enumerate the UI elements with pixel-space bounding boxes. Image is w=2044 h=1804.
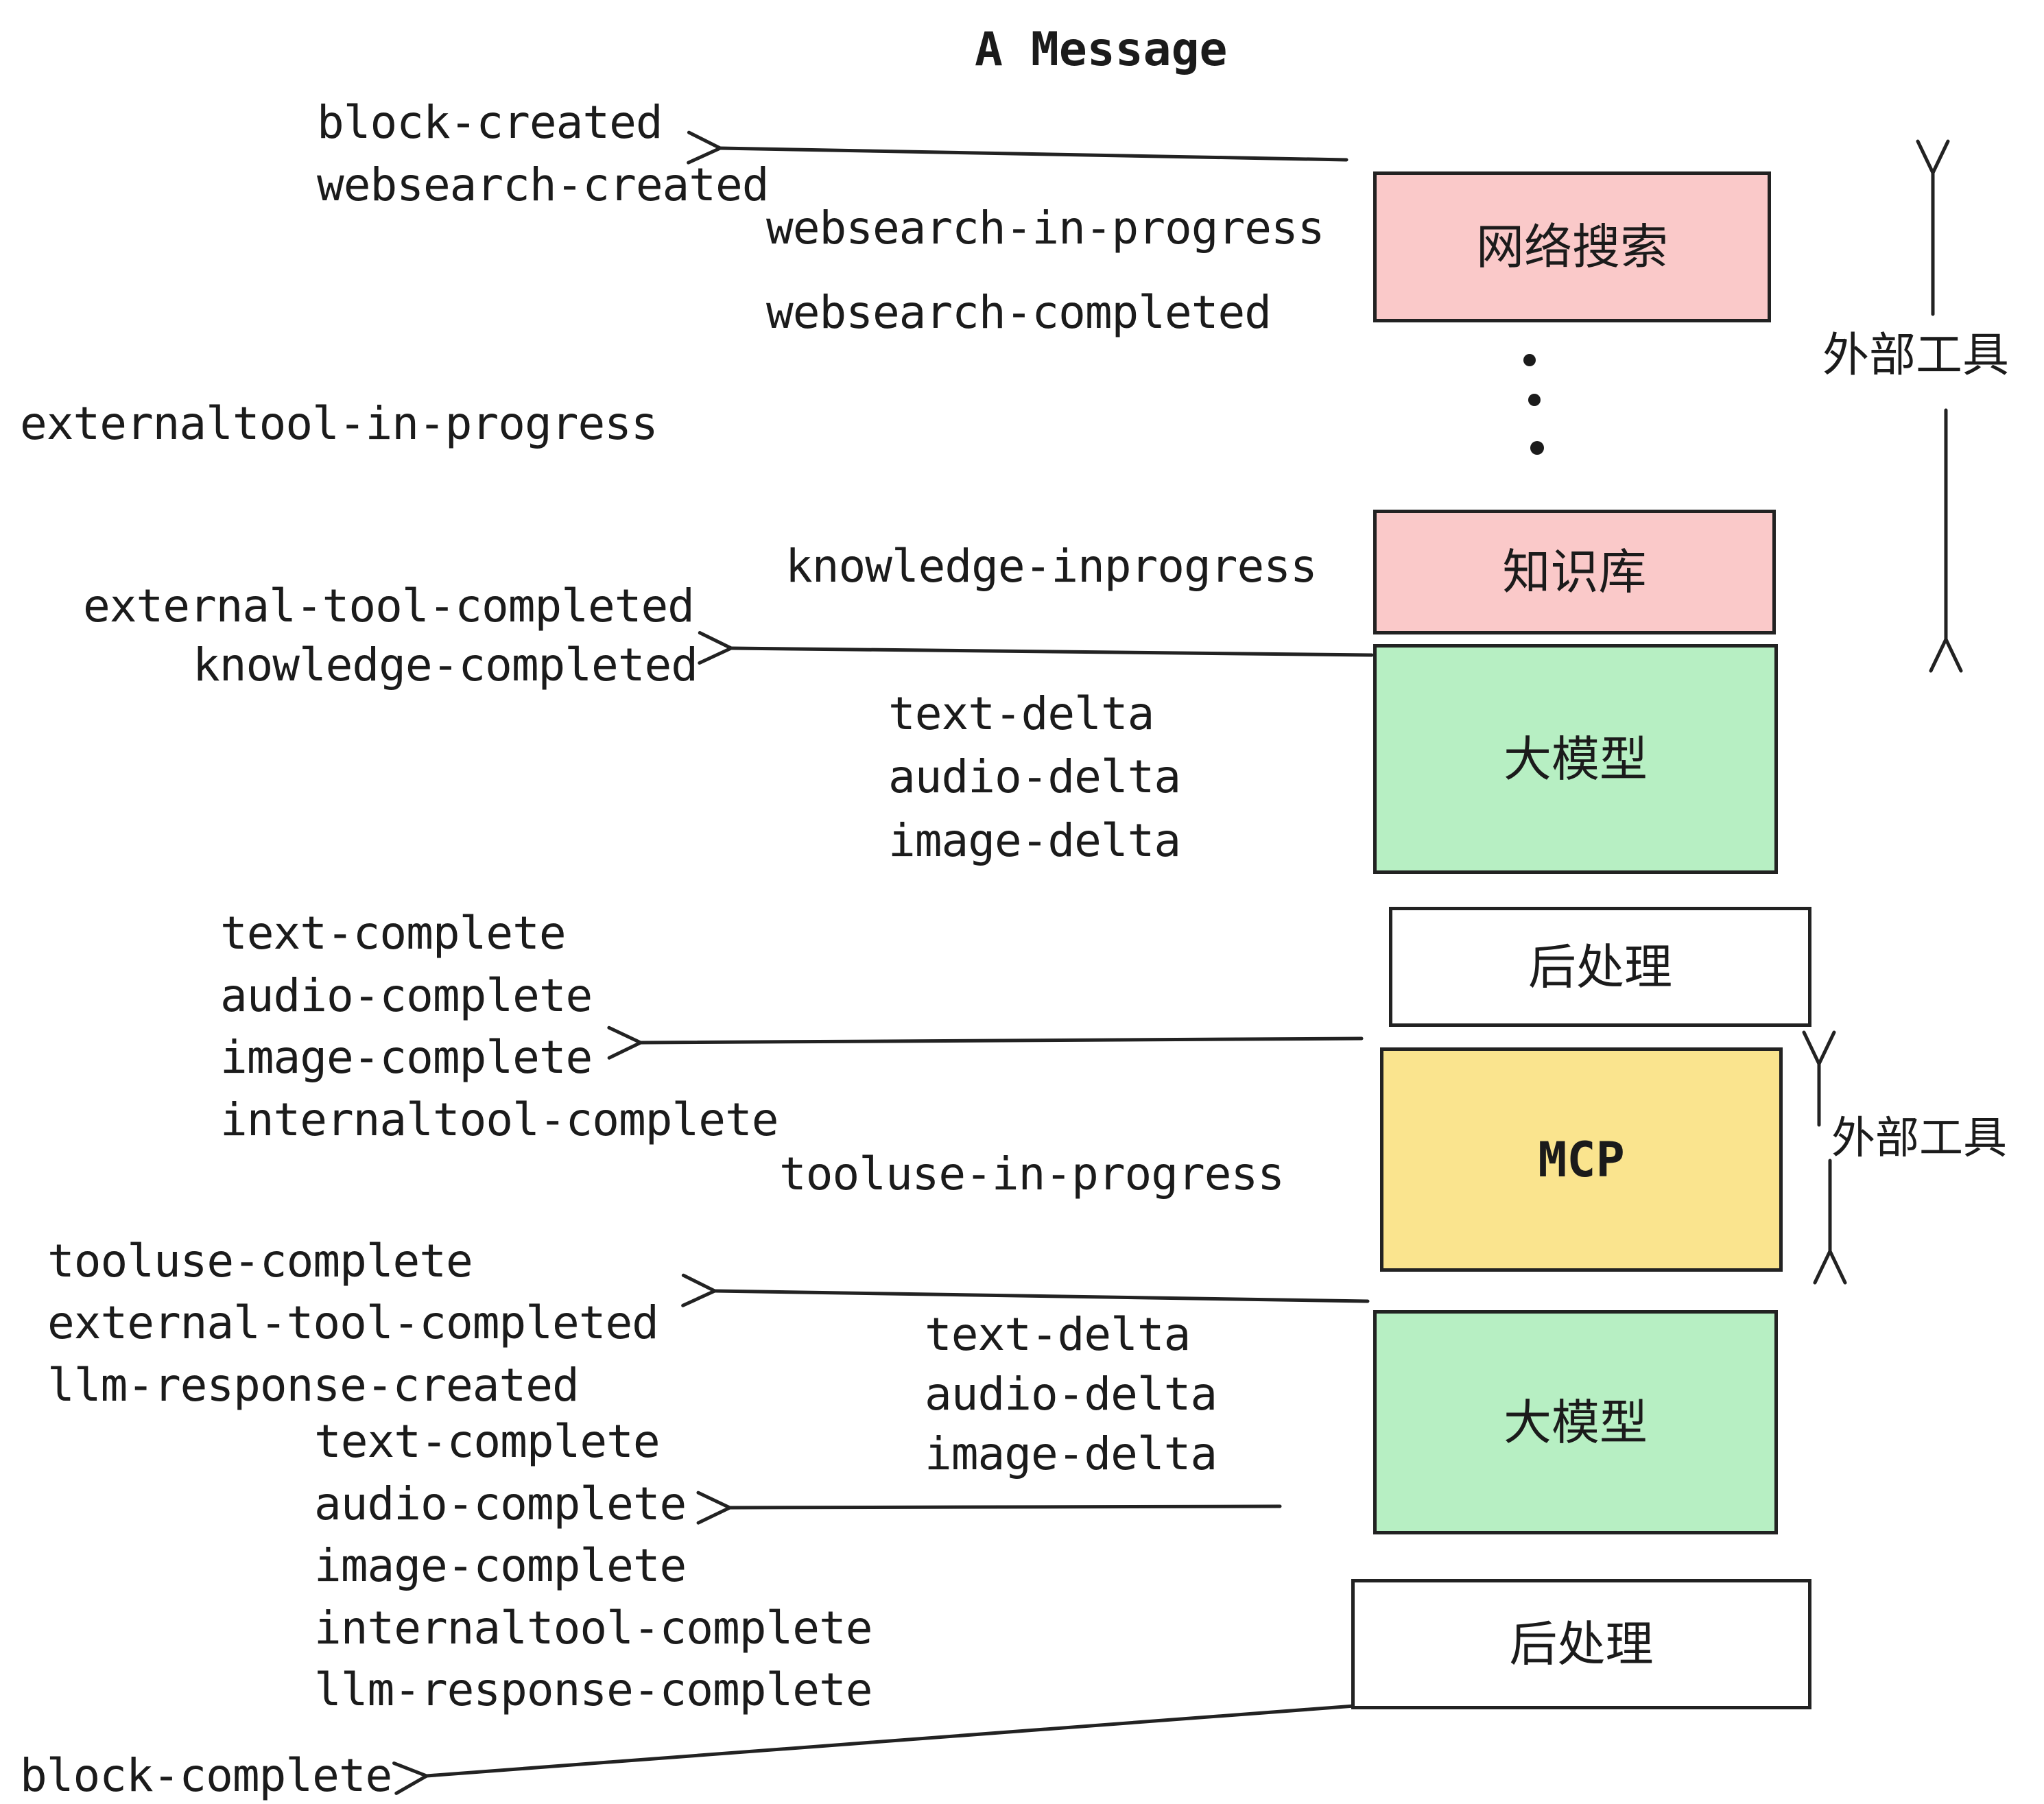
box-mcp: MCP — [1380, 1047, 1783, 1272]
event-label: llm-response-created — [47, 1359, 580, 1412]
event-label: text-delta — [925, 1308, 1191, 1361]
ellipsis-dot — [1523, 354, 1536, 366]
event-label: text-delta — [888, 687, 1154, 740]
arrow-tooluse-complete — [681, 1273, 1370, 1307]
box-llm-1-label: 大模型 — [1504, 731, 1648, 787]
box-postprocess-2-label: 后处理 — [1509, 1616, 1654, 1672]
box-llm-1: 大模型 — [1373, 644, 1778, 874]
event-label: knowledge-completed — [193, 639, 698, 691]
event-label: websearch-in-progress — [766, 202, 1324, 254]
event-label: internaltool-complete — [220, 1093, 779, 1146]
event-label: tooluse-in-progress — [779, 1148, 1285, 1200]
arrow-knowledge-completed — [698, 631, 1374, 665]
event-label: audio-complete — [220, 969, 593, 1022]
event-label: audio-complete — [314, 1477, 687, 1530]
ellipsis-dot — [1530, 441, 1544, 455]
box-knowledge-label: 知识库 — [1502, 544, 1647, 600]
box-mcp-label: MCP — [1538, 1131, 1625, 1188]
event-label: image-complete — [314, 1539, 687, 1592]
box-websearch-label: 网络搜索 — [1476, 219, 1668, 275]
event-label: image-delta — [925, 1427, 1217, 1480]
event-label: external-tool-completed — [47, 1296, 659, 1349]
box-postprocess-1-label: 后处理 — [1528, 938, 1672, 995]
event-label: llm-response-complete — [314, 1663, 872, 1716]
arrow-audio-complete — [696, 1491, 1282, 1525]
event-label: websearch-completed — [766, 286, 1272, 339]
event-label: block-complete — [20, 1749, 392, 1802]
diagram-title: A Message — [975, 23, 1228, 77]
box-postprocess-2: 后处理 — [1351, 1579, 1811, 1709]
box-llm-2: 大模型 — [1373, 1310, 1778, 1534]
event-label: image-complete — [220, 1031, 593, 1084]
event-label: tooluse-complete — [47, 1235, 473, 1287]
event-label: text-complete — [220, 907, 567, 960]
ellipsis-dot — [1528, 394, 1541, 406]
event-label: internaltool-complete — [314, 1602, 872, 1654]
arrow-image-complete — [607, 1025, 1364, 1060]
event-label: block-created — [317, 96, 663, 149]
arrow-block-created — [687, 130, 1348, 165]
box-postprocess-1: 后处理 — [1389, 907, 1811, 1027]
event-label: websearch-created — [317, 158, 770, 211]
event-label: audio-delta — [888, 750, 1181, 803]
event-label: text-complete — [314, 1415, 661, 1468]
external-tools-label-bottom: 外部工具 — [1831, 1113, 2007, 1164]
event-label: image-delta — [888, 814, 1181, 867]
box-knowledge: 知识库 — [1373, 510, 1776, 634]
external-tools-label-top: 外部工具 — [1822, 329, 2010, 383]
box-llm-2-label: 大模型 — [1504, 1394, 1648, 1451]
box-websearch: 网络搜索 — [1373, 171, 1771, 322]
event-label: audio-delta — [925, 1368, 1217, 1421]
event-label: external-tool-completed — [83, 580, 695, 632]
event-label: knowledge-inprogress — [785, 540, 1318, 593]
event-label: externaltool-in-progress — [20, 397, 658, 450]
